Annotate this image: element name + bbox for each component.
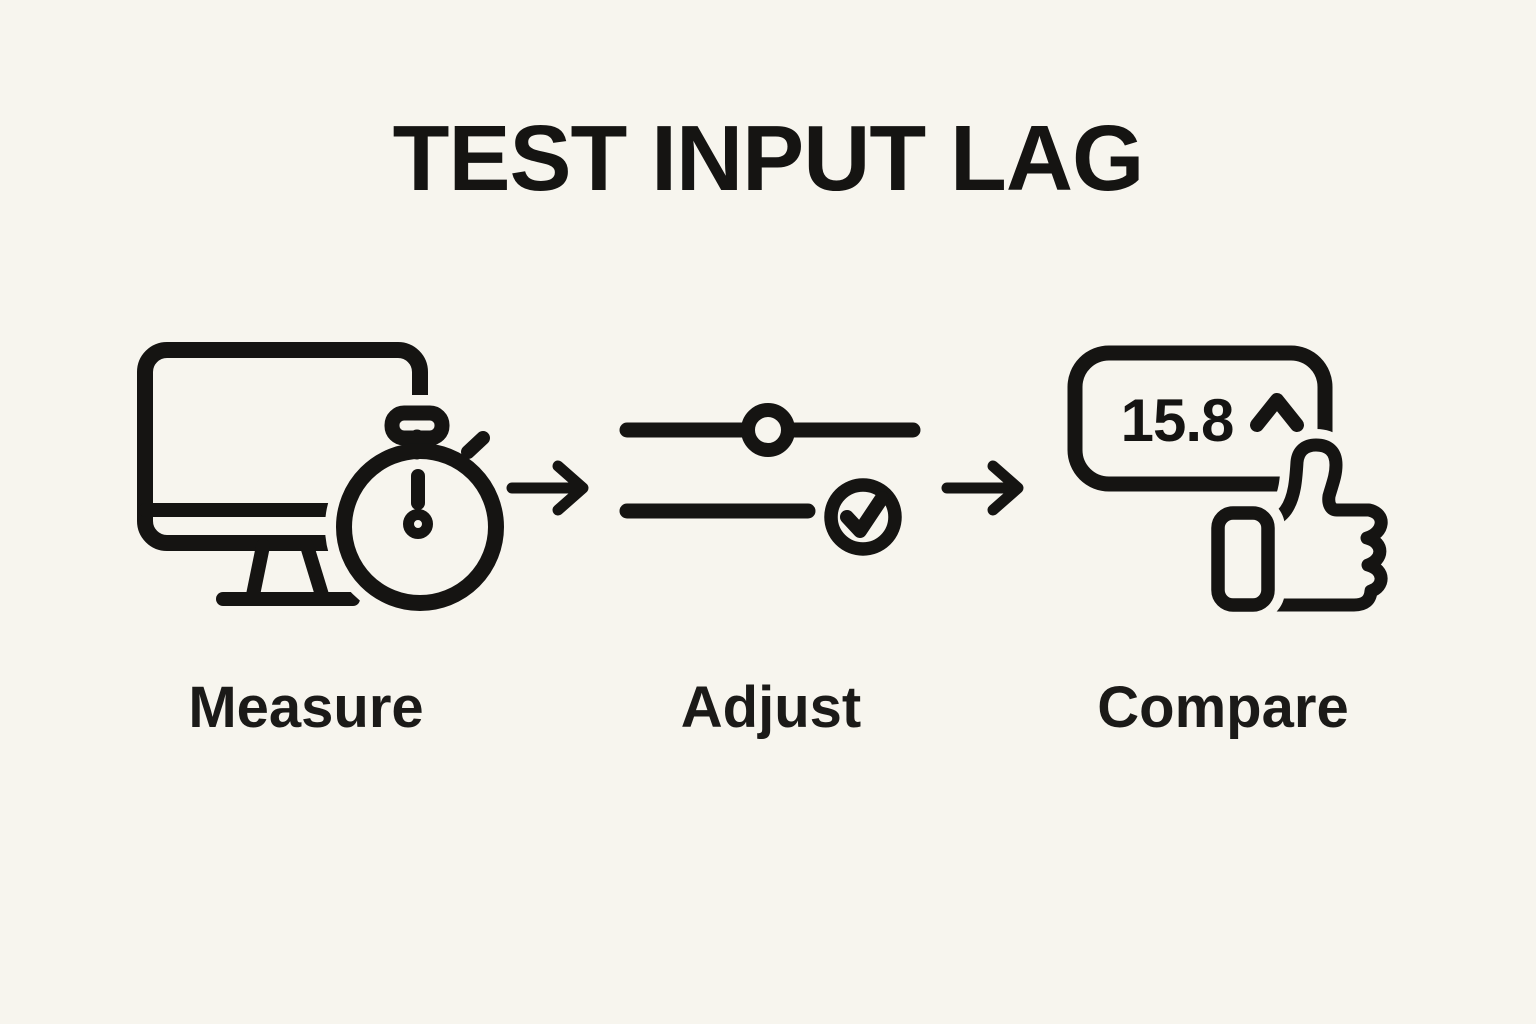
monitor-stopwatch-icon bbox=[137, 342, 510, 622]
step-label-compare: Compare bbox=[1097, 675, 1349, 740]
page-title: TEST INPUT LAG bbox=[392, 106, 1145, 210]
up-caret-icon bbox=[1250, 393, 1304, 432]
score-bubble-thumbs-up-icon: 15.8 bbox=[1067, 345, 1398, 622]
step-label-adjust: Adjust bbox=[680, 675, 862, 740]
thumbs-up-cuff bbox=[1211, 506, 1275, 612]
right-arrow-icon bbox=[941, 460, 1024, 516]
score-value: 15.8 bbox=[1121, 387, 1234, 454]
step-label-measure: Measure bbox=[188, 675, 424, 740]
score-bubble bbox=[1067, 345, 1333, 492]
right-arrow-icon bbox=[506, 460, 589, 516]
sliders-check-icon bbox=[619, 403, 921, 556]
thumbs-up-hand bbox=[1254, 438, 1388, 612]
